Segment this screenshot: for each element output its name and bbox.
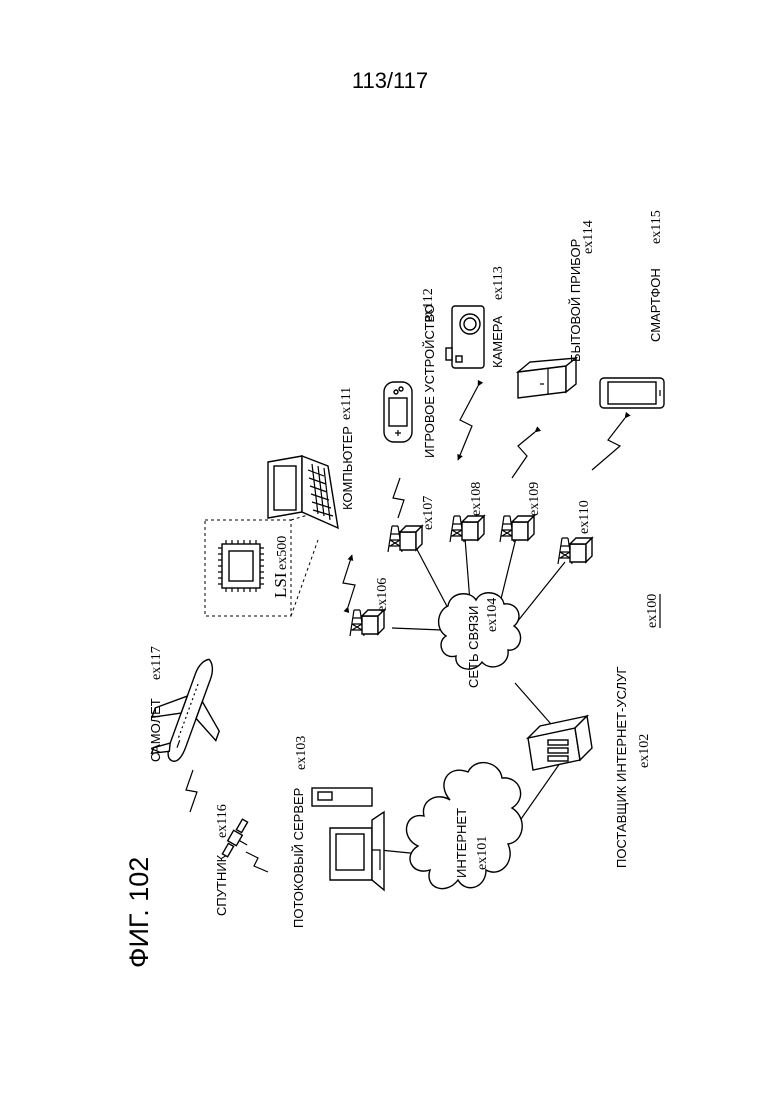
base-station-ex106-icon: [350, 610, 384, 636]
lsi-label: LSI: [271, 572, 290, 598]
appliance-ref: ex114: [581, 220, 596, 254]
game-device-label: ИГРОВОЕ УСТРОЙСТВО: [422, 304, 437, 458]
system-ref-group: ex100: [645, 594, 660, 628]
base-station-ex107-icon: [388, 526, 422, 552]
figure-title: ФИГ. 102: [124, 857, 154, 968]
internet-ref: ex101: [475, 836, 490, 870]
satellite-label: СПУТНИК: [214, 854, 229, 916]
base-station-ex110-icon: [558, 538, 592, 564]
camera-label: КАМЕРА: [490, 315, 505, 368]
network-label: СЕТЬ СВЯЗИ: [466, 606, 481, 688]
appliance-label: БЫТОВОЙ ПРИБОР: [568, 239, 583, 362]
base-station-ex106-label: ex106: [375, 578, 390, 612]
camera-icon: [446, 306, 484, 368]
base-station-ex108-label: ex108: [469, 482, 484, 516]
isp-server-icon: [528, 716, 592, 770]
network-ref: ex104: [485, 598, 500, 632]
lsi-chip-icon: [205, 512, 318, 616]
streaming-server-label: ПОТОКОВЫЙ СЕРВЕР: [291, 788, 306, 928]
airplane-label: САМОЛЕТ: [148, 698, 163, 762]
satellite-ref: ex116: [215, 804, 230, 838]
internet-label: ИНТЕРНЕТ: [454, 808, 469, 878]
isp-label: ПОСТАВЩИК ИНТЕРНЕТ-УСЛУГ: [614, 667, 629, 868]
streaming-server-ref: ex103: [294, 736, 309, 770]
base-station-ex107-label: ex107: [421, 496, 436, 530]
smartphone-ref: ex115: [649, 210, 664, 244]
base-station-ex109-icon: [500, 516, 534, 542]
airplane-ref: ex117: [149, 646, 164, 680]
appliance-icon: [518, 358, 576, 398]
computer-icon: [268, 456, 338, 528]
computer-label: КОМПЬЮТЕР: [340, 426, 355, 510]
streaming-server-icon: [312, 788, 384, 890]
base-station-ex110-label: ex110: [577, 500, 592, 534]
system-ref: ex100: [645, 594, 660, 628]
smartphone-icon: [600, 378, 664, 408]
base-station-ex108-icon: [450, 516, 484, 542]
game-device-ref: ex112: [421, 288, 436, 322]
lsi-ref: ex500: [275, 536, 290, 570]
isp-ref: ex102: [637, 734, 652, 768]
smartphone-label: СМАРТФОН: [648, 268, 663, 342]
base-station-ex109-label: ex109: [527, 482, 542, 516]
camera-ref: ex113: [491, 266, 506, 300]
computer-ref: ex111: [339, 387, 354, 420]
game-device-icon: [384, 382, 412, 442]
